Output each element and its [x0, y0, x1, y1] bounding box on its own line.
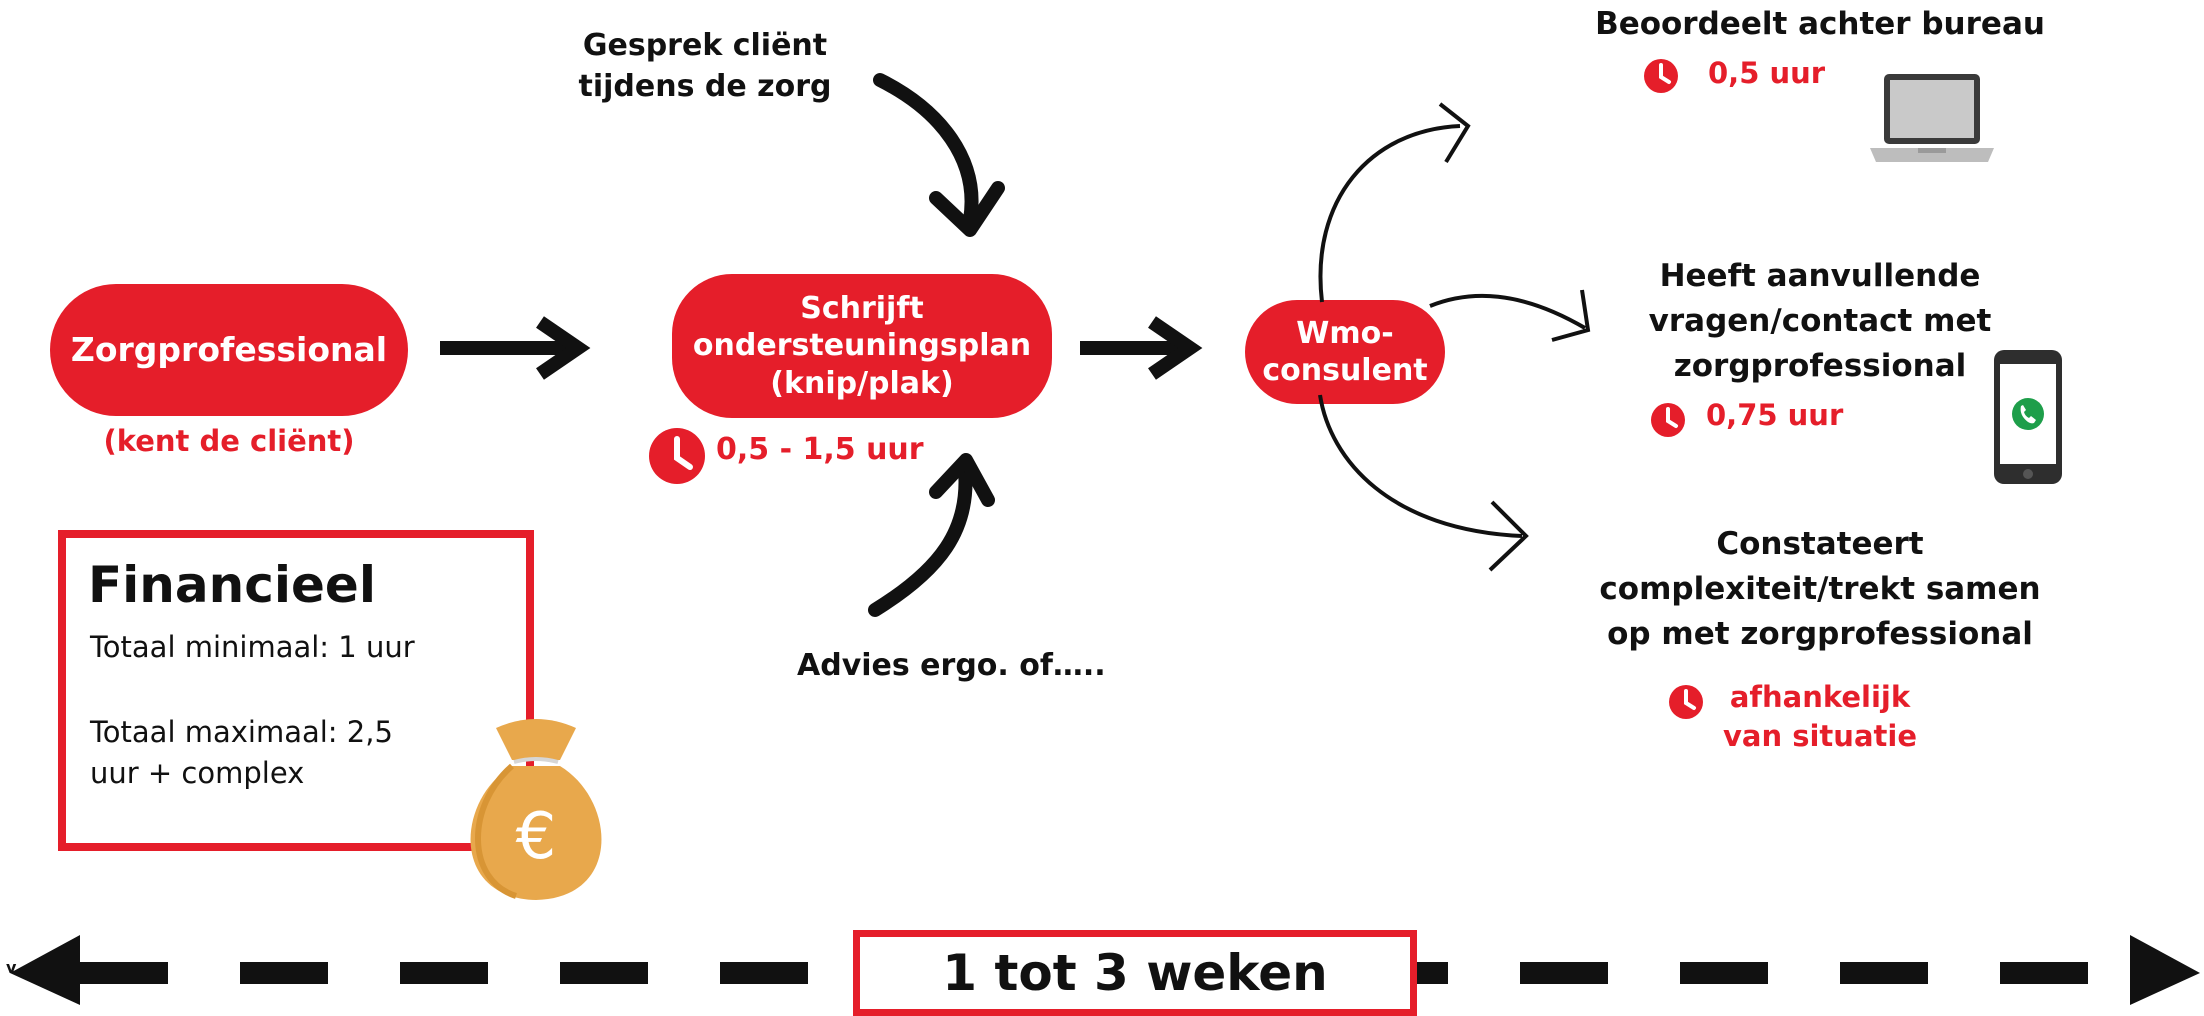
- complex-line-3: op met zorgprofessional: [1607, 615, 2033, 652]
- outcome-vragen-label: Heeft aanvullende vragen/contact met zor…: [1600, 254, 2040, 389]
- curved-arrow-up-icon: [868, 453, 995, 617]
- gesprek-line-1: Gesprek cliënt: [582, 28, 828, 63]
- plan-time: 0,5 - 1,5 uur: [716, 432, 924, 467]
- branch-arrow-up-icon: [1318, 124, 1461, 303]
- complex-time-line-1: afhankelijk: [1729, 680, 1911, 714]
- advies-label: Advies ergo. of…..: [797, 648, 1106, 683]
- wmo-line-2: consulent: [1262, 353, 1428, 388]
- vragen-line-3: zorgprofessional: [1673, 347, 1967, 384]
- outcome-vragen-time: 0,75 uur: [1706, 398, 1844, 432]
- timeline-right-arrow-icon: [2130, 935, 2200, 1005]
- plan-line-3: (knip/plak): [770, 365, 954, 401]
- clock-icon: [1669, 685, 1703, 719]
- clock-icon: [649, 428, 705, 484]
- timeline-left-fragment: v: [6, 958, 17, 977]
- outcome-complex-time: afhankelijk van situatie: [1710, 678, 1930, 756]
- financieel-max: Totaal maximaal: 2,5 uur + complex: [90, 712, 393, 793]
- outcome-bureau-time: 0,5 uur: [1708, 56, 1826, 90]
- curved-arrow-down-icon: [873, 73, 1005, 237]
- clock-icon: [1644, 59, 1678, 93]
- financieel-max-line-1: Totaal maximaal: 2,5: [90, 715, 393, 749]
- plan-line-1: Schrijft: [800, 290, 924, 326]
- timeline-label-box: 1 tot 3 weken: [853, 930, 1417, 1016]
- phone-icon: [1994, 350, 2062, 484]
- financieel-box: [58, 530, 534, 851]
- outcome-bureau-label: Beoordeelt achter bureau: [1595, 6, 2045, 42]
- complex-line-2: complexiteit/trekt samen: [1599, 570, 2041, 607]
- financieel-max-line-2: uur + complex: [90, 755, 305, 790]
- timeline-label: 1 tot 3 weken: [942, 944, 1328, 1002]
- financieel-min: Totaal minimaal: 1 uur: [90, 630, 415, 664]
- branch-arrow-down-icon: [1318, 394, 1523, 538]
- wmo-line-1: Wmo-: [1296, 315, 1394, 351]
- gesprek-label: Gesprek cliënt tijdens de zorg: [560, 26, 850, 107]
- branch-arrow-mid-icon: [1429, 293, 1587, 330]
- outcome-complex-label: Constateert complexiteit/trekt samen op …: [1590, 522, 2050, 657]
- zorgprofessional-label: Zorgprofessional: [70, 330, 388, 370]
- plan-node: Schrijft ondersteuningsplan (knip/plak): [672, 274, 1052, 418]
- zorgprofessional-sub: (kent de cliënt): [103, 424, 355, 458]
- plan-line-2: ondersteuningsplan: [692, 328, 1032, 364]
- zorgprofessional-node: Zorgprofessional: [50, 284, 408, 416]
- laptop-icon: [1870, 74, 1994, 162]
- timeline-left-arrow-icon: [10, 935, 80, 1005]
- complex-line-1: Constateert: [1716, 526, 1924, 562]
- gesprek-line-2: tijdens de zorg: [578, 68, 832, 104]
- euro-symbol: €: [516, 800, 557, 874]
- financieel-title: Financieel: [88, 556, 376, 614]
- branch-arrow-up-head: [1438, 102, 1471, 164]
- wmo-consulent-node: Wmo- consulent: [1245, 300, 1445, 404]
- branch-arrows: [1318, 102, 1591, 572]
- vragen-line-1: Heeft aanvullende: [1659, 258, 1981, 294]
- vragen-line-2: vragen/contact met: [1648, 302, 1992, 339]
- clock-icon: [1651, 403, 1685, 437]
- complex-time-line-2: van situatie: [1723, 719, 1917, 754]
- branch-arrow-down-head: [1488, 500, 1529, 572]
- branch-arrow-mid-head: [1551, 289, 1591, 342]
- arrow-right-icon: [440, 316, 591, 380]
- money-bag-icon: €: [470, 719, 602, 900]
- arrow-right-icon: [1080, 316, 1203, 380]
